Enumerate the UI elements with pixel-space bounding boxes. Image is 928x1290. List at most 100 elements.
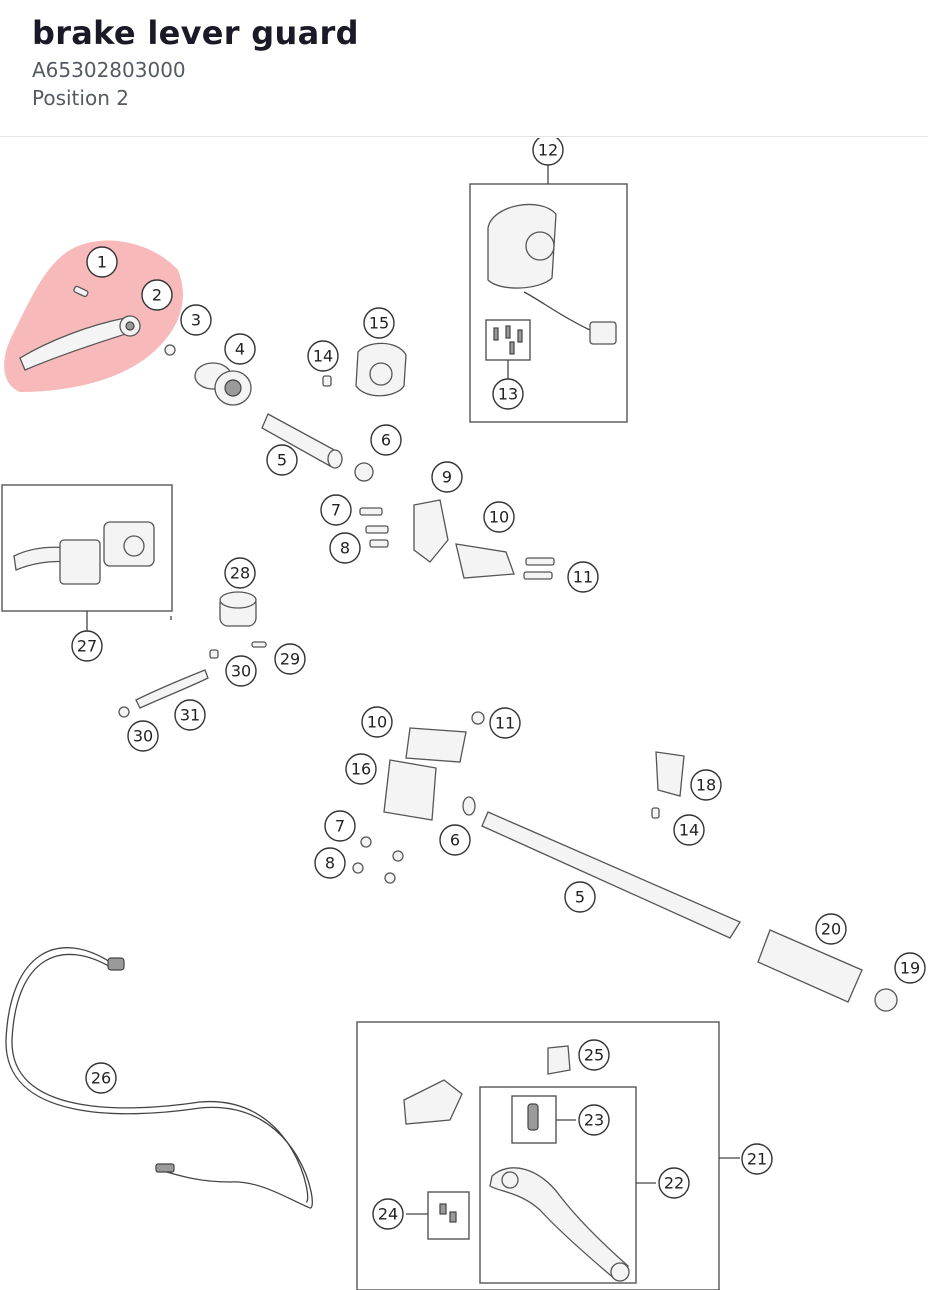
callout-number: 7 <box>331 501 341 520</box>
callout-c24[interactable]: 24 <box>372 1198 404 1230</box>
callout-number: 26 <box>91 1069 111 1088</box>
callout-c5b[interactable]: 5 <box>564 881 596 913</box>
callout-c13[interactable]: 13 <box>492 378 524 410</box>
callout-c20[interactable]: 20 <box>815 913 847 945</box>
callout-number: 1 <box>97 253 107 272</box>
callout-c1[interactable]: 1 <box>86 246 118 278</box>
callout-c27[interactable]: 27 <box>71 630 103 662</box>
callout-number: 11 <box>495 714 515 733</box>
upper-clamp-part <box>405 727 467 763</box>
callout-c11a[interactable]: 11 <box>567 561 599 593</box>
callout-c30a[interactable]: 30 <box>225 655 257 687</box>
callout-number: 30 <box>133 727 153 746</box>
bar-end-ring-part <box>462 796 476 816</box>
callout-c7b[interactable]: 7 <box>324 810 356 842</box>
mount-nuts-part <box>352 836 404 884</box>
callout-c12[interactable]: 12 <box>532 138 564 166</box>
callout-c11b[interactable]: 11 <box>489 707 521 739</box>
part-position: Position 2 <box>32 86 129 110</box>
callout-c8a[interactable]: 8 <box>329 532 361 564</box>
callout-number: 22 <box>664 1174 684 1193</box>
callout-c26[interactable]: 26 <box>85 1062 117 1094</box>
brake-lever-part[interactable] <box>489 1167 630 1282</box>
callout-number: 12 <box>538 141 558 160</box>
callout-c10a[interactable]: 10 <box>483 501 515 533</box>
callout-number: 18 <box>696 776 716 795</box>
clutch-cable-part <box>5 947 313 1209</box>
reservoir-hose-part <box>135 669 209 709</box>
callout-number: 13 <box>498 385 518 404</box>
callout-number: 9 <box>442 468 452 487</box>
callout-number: 28 <box>230 564 250 583</box>
callout-number: 11 <box>573 568 593 587</box>
callout-c18[interactable]: 18 <box>690 769 722 801</box>
callout-c21[interactable]: 21 <box>741 1143 773 1175</box>
callout-number: 31 <box>180 706 200 725</box>
callout-c8b[interactable]: 8 <box>314 847 346 879</box>
callout-number: 7 <box>335 817 345 836</box>
callout-c15[interactable]: 15 <box>363 307 395 339</box>
clamp-bolts-part <box>523 557 555 580</box>
callout-c10b[interactable]: 10 <box>361 706 393 738</box>
callout-number: 10 <box>489 508 509 527</box>
callout-number: 2 <box>152 286 162 305</box>
callout-c31[interactable]: 31 <box>174 699 206 731</box>
callout-number: 24 <box>378 1205 398 1224</box>
callout-c16[interactable]: 16 <box>345 753 377 785</box>
callout-c14a[interactable]: 14 <box>307 340 339 372</box>
grip-washer-part <box>194 362 252 406</box>
callout-c5a[interactable]: 5 <box>266 444 298 476</box>
callout-number: 5 <box>277 451 287 470</box>
callout-c22[interactable]: 22 <box>658 1167 690 1199</box>
hose-clamp-part <box>209 649 219 659</box>
throttle-tube-part <box>261 413 343 469</box>
part-number: A65302803000 <box>32 58 186 82</box>
callout-c19[interactable]: 19 <box>894 952 926 984</box>
callout-number: 8 <box>340 539 350 558</box>
lever-kit-box <box>479 1086 637 1284</box>
callout-c3[interactable]: 3 <box>180 304 212 336</box>
callout-number: 27 <box>77 637 97 656</box>
callout-c6a[interactable]: 6 <box>370 424 402 456</box>
part-title: brake lever guard <box>32 14 359 52</box>
callout-number: 3 <box>191 311 201 330</box>
hose-clamp-part-2 <box>118 706 130 718</box>
clutch-master-cylinder-part <box>13 521 155 585</box>
callout-c25[interactable]: 25 <box>578 1039 610 1071</box>
callout-number: 20 <box>821 920 841 939</box>
callout-number: 14 <box>679 821 699 840</box>
brake-lever-guard-part[interactable] <box>19 315 141 371</box>
nut-part <box>164 344 176 356</box>
lever-bracket-part <box>403 1079 463 1125</box>
callout-c30b[interactable]: 30 <box>127 720 159 752</box>
lever-assembly-box <box>356 1021 720 1290</box>
callout-number: 4 <box>235 340 245 359</box>
callout-c14b[interactable]: 14 <box>673 814 705 846</box>
fluid-reservoir-part <box>219 591 257 627</box>
upper-bolt-part <box>471 711 485 725</box>
callout-c7a[interactable]: 7 <box>320 494 352 526</box>
callout-number: 15 <box>369 314 389 333</box>
callout-c4[interactable]: 4 <box>224 333 256 365</box>
callout-c2[interactable]: 2 <box>141 279 173 311</box>
callout-number: 6 <box>381 431 391 450</box>
callout-number: 10 <box>367 713 387 732</box>
clamp-base-part <box>383 759 437 821</box>
bracket-pin-part <box>651 807 660 819</box>
callout-number: 5 <box>575 888 585 907</box>
callout-c28[interactable]: 28 <box>224 557 256 589</box>
adjuster-screw-part <box>527 1103 539 1131</box>
callout-c9[interactable]: 9 <box>431 461 463 493</box>
handlebar-part <box>481 811 741 939</box>
pin-part <box>322 375 332 387</box>
grip-part <box>757 929 863 1003</box>
callout-number: 21 <box>747 1150 767 1169</box>
callout-c6b[interactable]: 6 <box>439 824 471 856</box>
switch-screws-part <box>493 325 523 355</box>
lever-mount-part <box>547 1045 571 1075</box>
reservoir-screw-part <box>251 641 267 648</box>
callout-c29[interactable]: 29 <box>274 643 306 675</box>
callout-number: 8 <box>325 854 335 873</box>
callout-c23[interactable]: 23 <box>578 1104 610 1136</box>
